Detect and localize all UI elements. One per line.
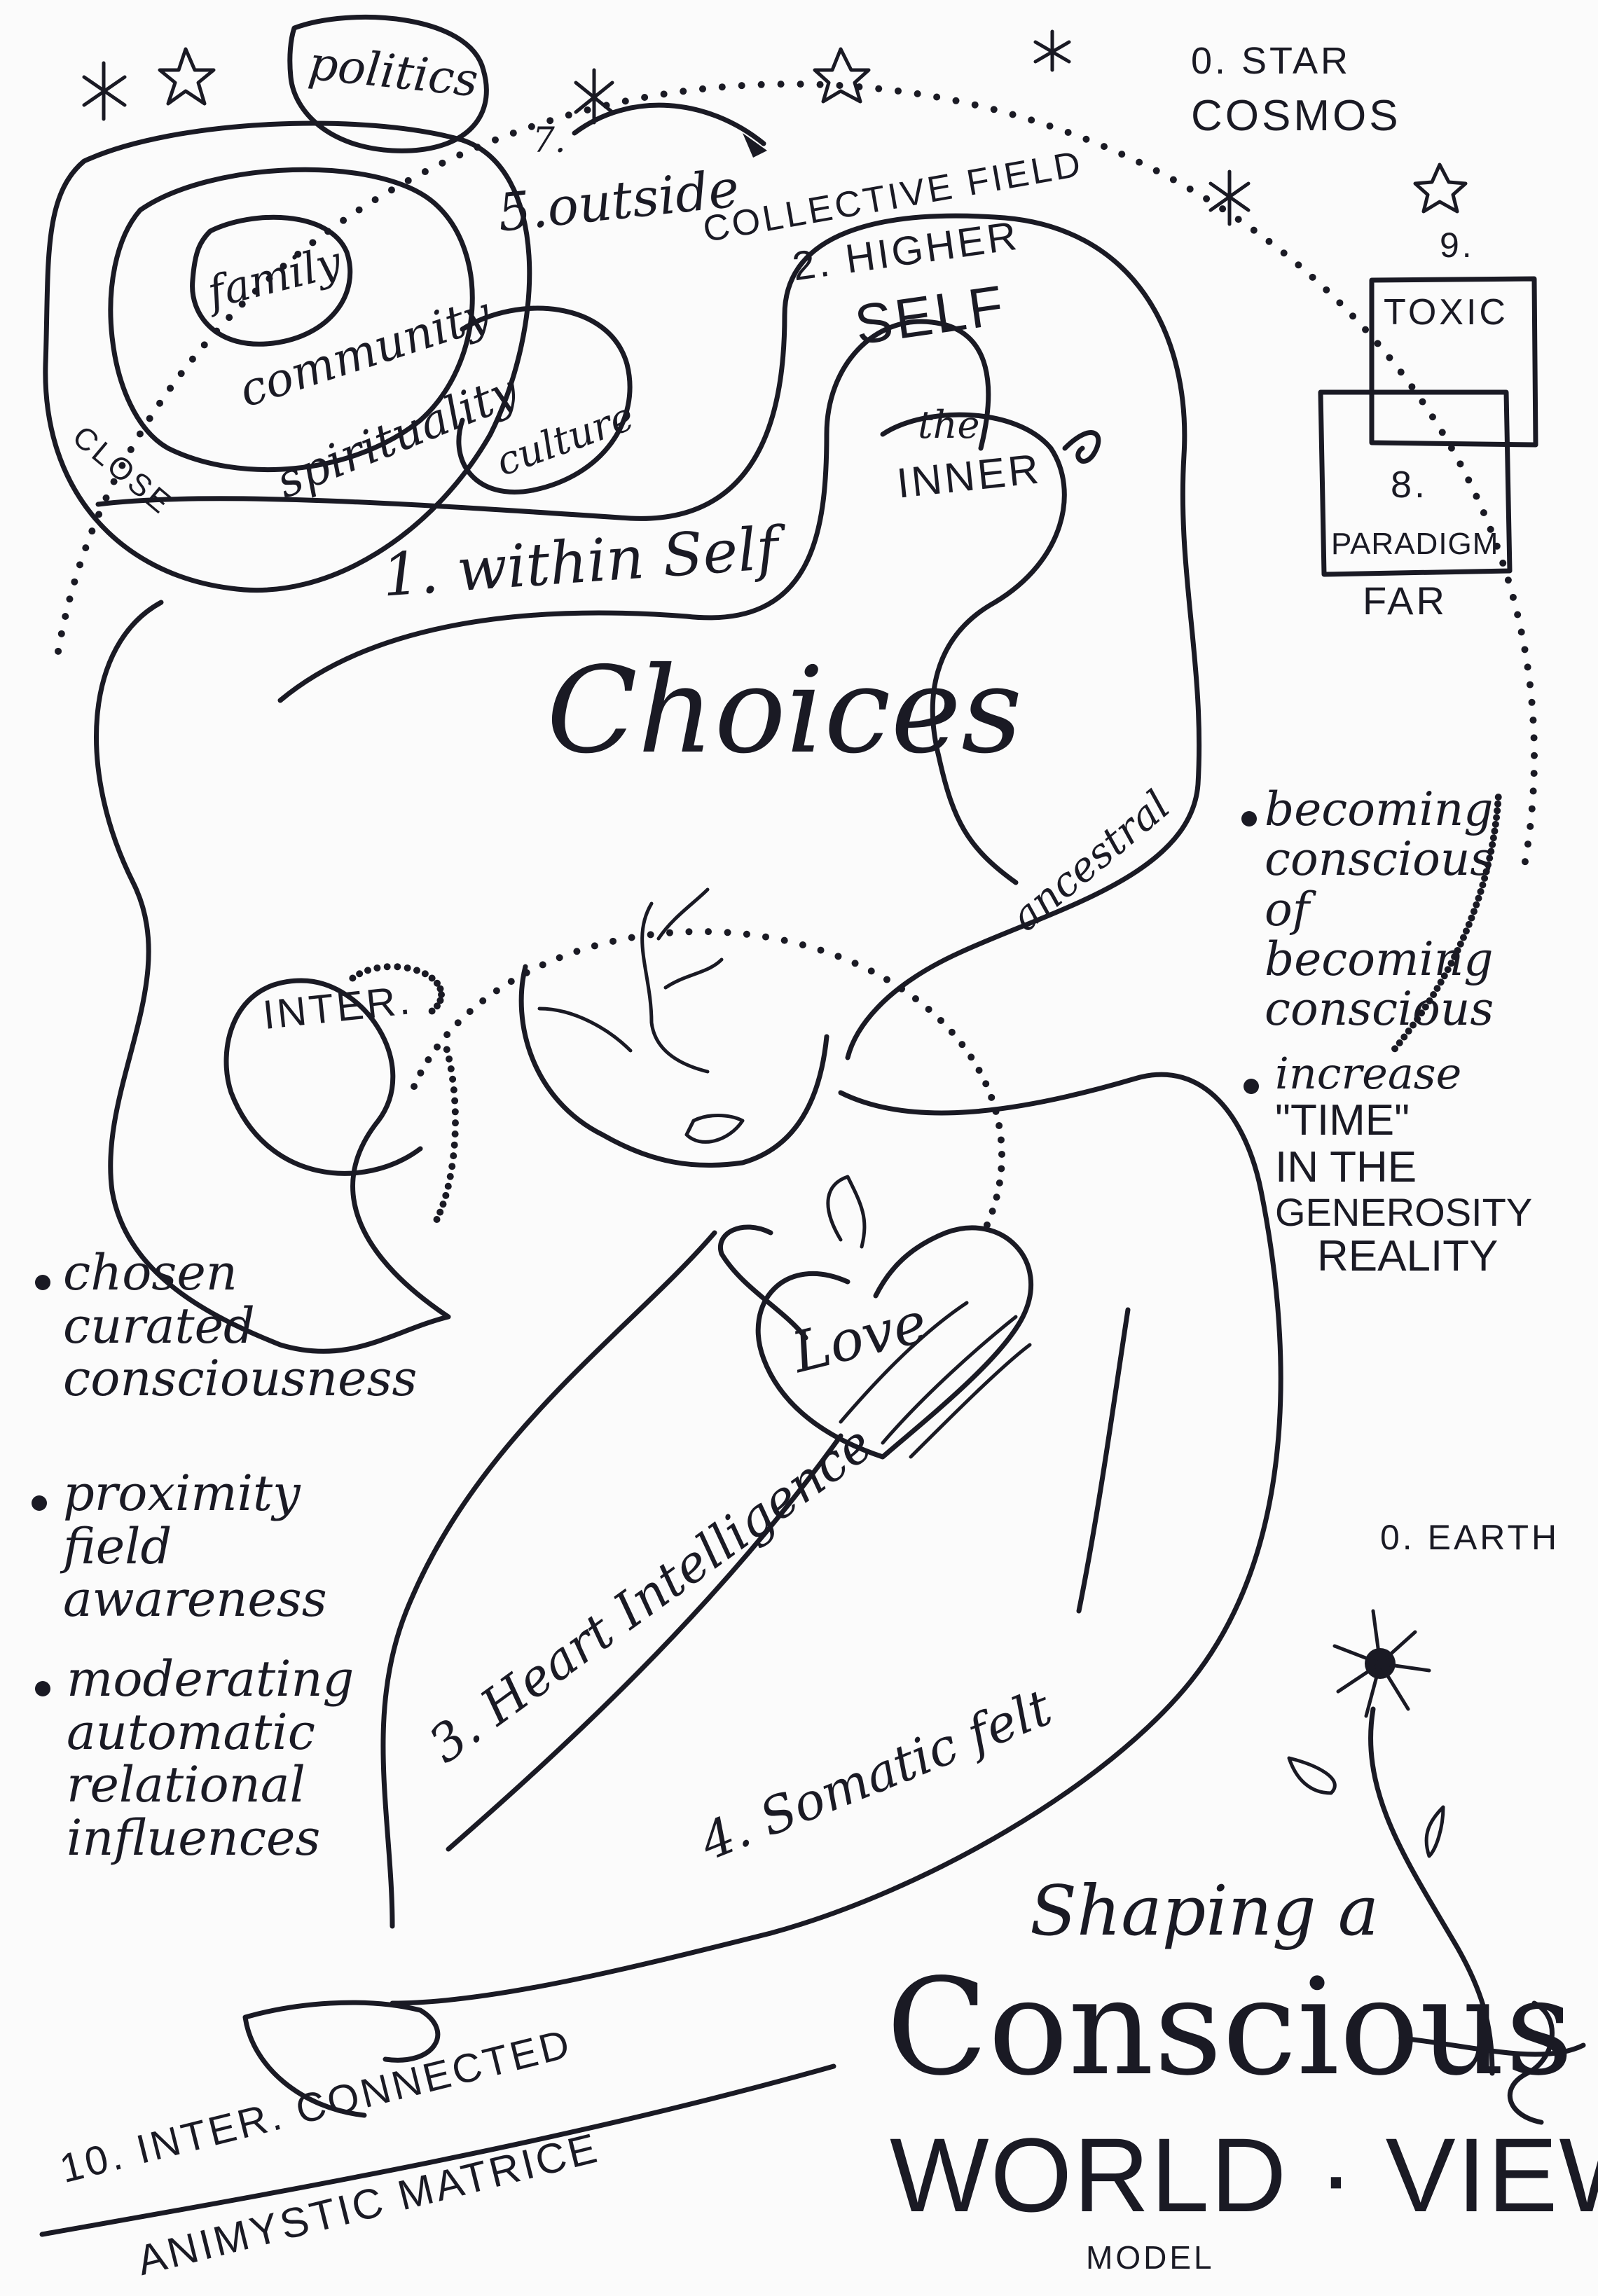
heart-shape [755,1225,1033,1460]
note-increase-time: increase "TIME" IN THE GENEROSITY REALIT… [1275,1048,1533,1281]
politics-circle [287,14,489,153]
note-line: "TIME" [1275,1095,1410,1144]
star-icon [82,61,127,121]
nine-label: 9. [1440,226,1475,265]
title-line-2: Conscious [886,1950,1574,2105]
forearm-line [446,1433,843,1852]
arm-line [380,1230,717,1929]
note-line: increase [1275,1048,1462,1099]
star-icon [813,47,871,104]
earth-label: 0. EARTH [1380,1518,1560,1557]
open-hand [242,2000,441,2118]
eyebrow [656,887,710,941]
hand-fingers [839,1301,1032,1459]
toxic-label: TOXIC [1384,292,1508,333]
star-icon [158,47,216,106]
title-line-4: MODEL [1086,2239,1215,2276]
note-becoming-conscious: becoming conscious of becoming conscious [1265,782,1494,1037]
far-label: FAR [1363,579,1447,623]
note-line: IN THE [1275,1142,1417,1191]
bullet-icon [35,1275,50,1290]
paradigm-boxes [1318,276,1538,577]
hair-swirl-left [94,600,451,1354]
note-proximity-field: proximity field awareness [63,1467,327,1626]
arrow-head-icon [743,133,767,158]
star-icon [1413,162,1468,214]
note-line: field [63,1517,172,1575]
shoulder-line [390,1072,1283,2006]
interconnected-underline [39,2063,836,2237]
nose [640,901,710,1074]
bullet-icon [35,1681,50,1696]
star-cosmos-label-2: COSMOS [1191,92,1401,140]
note-line: conscious [1265,982,1494,1037]
bullet-icon [32,1495,47,1511]
note-line: GENEROSITY [1275,1189,1533,1234]
note-line: conscious [1265,832,1494,887]
face-outline [518,964,829,1168]
eye-left [537,1007,633,1053]
note-line: awareness [63,1570,327,1628]
inner-curl [1062,430,1101,464]
hair-swirl-outer [95,213,1202,1060]
paradigm-box [1318,389,1513,577]
note-line: automatic [67,1703,315,1761]
title-line-1: Shaping a [1030,1872,1379,1951]
note-line: becoming [1265,782,1494,836]
bullet-icon [1244,1079,1259,1094]
family-circle [190,214,353,347]
hair-swirl-top [277,319,991,703]
note-chosen-curated: chosen curated consciousness [63,1244,418,1408]
toxic-box [1369,276,1538,448]
choices-label: Choices [546,642,1023,780]
note-line: moderating [67,1650,354,1708]
circles-group [43,14,633,593]
arrow-seven [572,102,766,146]
title-line-3: WORLD · VIEW [890,2116,1598,2234]
flower-icon [1287,1609,1586,2125]
star-icon [1033,29,1071,72]
note-line: REALITY [1317,1232,1499,1281]
note-moderating: moderating automatic relational influenc… [67,1650,354,1867]
star-icon [1208,170,1251,226]
community-circle [108,167,475,472]
bullet-icon [1241,811,1257,827]
note-line: consciousness [63,1350,418,1408]
note-line: proximity [63,1465,301,1522]
close-circle [43,120,532,593]
closed-eye [663,957,724,990]
note-line: influences [67,1809,321,1867]
the-label: the [918,403,980,447]
star-cosmos-label-1: 0. STAR [1191,40,1351,82]
torso-line [1076,1307,1131,1614]
eight-label: 8. [1391,464,1428,506]
note-line: curated [63,1296,255,1355]
chin-line [718,1224,808,1341]
body [380,1072,1283,2006]
note-line: relational [67,1756,305,1814]
note-line: chosen [63,1244,237,1301]
inner-swirl [880,412,1067,885]
culture-circle [456,305,633,495]
lips [684,1114,745,1144]
seven-label: 7. [532,120,566,160]
note-line: becoming [1265,932,1494,986]
flame-icon [826,1175,867,1249]
note-line: of [1265,882,1310,936]
face [518,887,829,1168]
paradigm-label: PARADIGM [1331,527,1499,561]
